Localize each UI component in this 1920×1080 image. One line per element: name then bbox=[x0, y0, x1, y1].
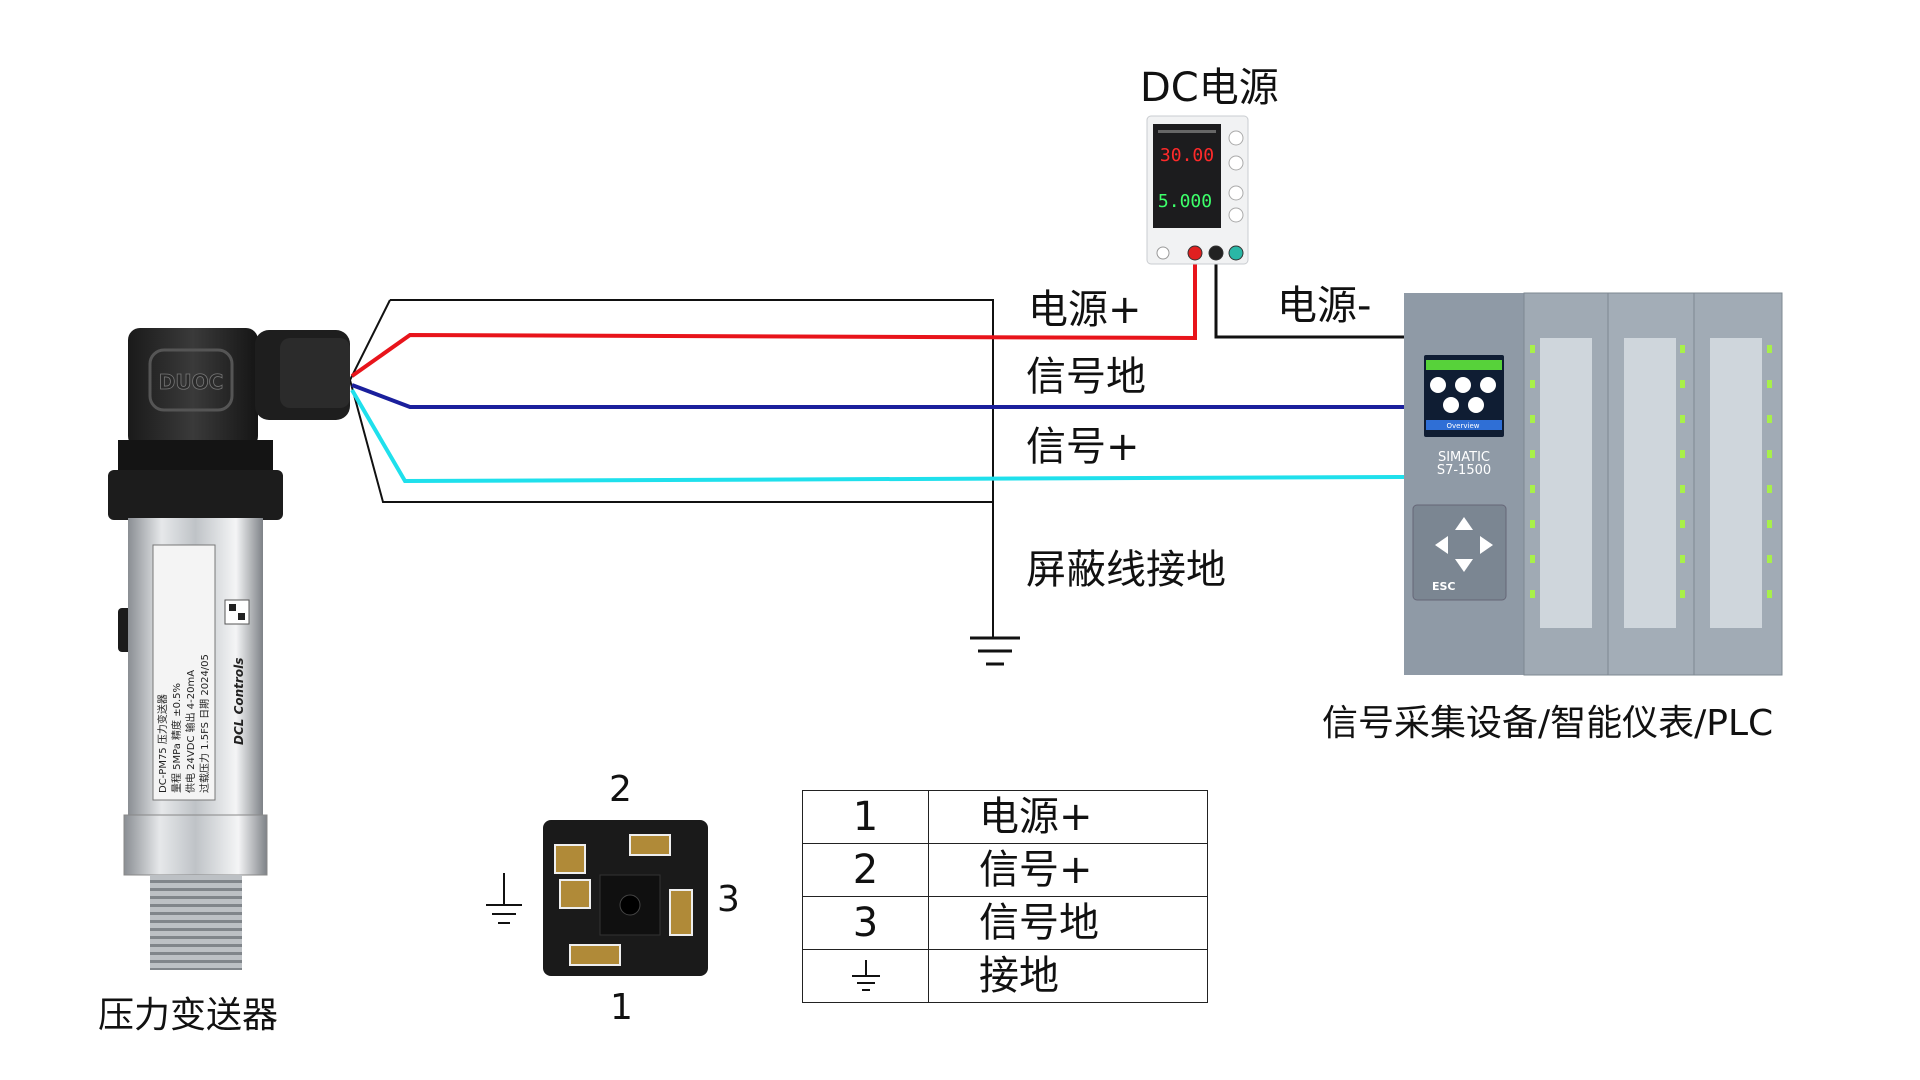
transmitter-nameplate-line-1: DC-PM75 压力变送器 bbox=[156, 694, 169, 793]
wires bbox=[350, 258, 1406, 638]
plc-esc-key: ESC bbox=[1432, 580, 1456, 593]
transmitter-label: 压力变送器 bbox=[98, 995, 279, 1036]
signal-plus-label: 信号+ bbox=[1026, 424, 1140, 470]
pin-function: 电源+ bbox=[928, 790, 1208, 844]
power-minus-label: 电源- bbox=[1277, 283, 1372, 329]
psu-current-display: 5.000 bbox=[1158, 191, 1212, 212]
wire-signal-plus bbox=[350, 388, 1406, 484]
shield-ground-label: 屏蔽线接地 bbox=[1026, 547, 1226, 593]
plc-brand: SIMATIC bbox=[1438, 450, 1490, 465]
plc-screen-label: Overview bbox=[1447, 422, 1480, 430]
transmitter-maker-logo: DCL Controls bbox=[232, 658, 246, 745]
pressure-transmitter: DUOC DC-PM75 压力变送器 量程 5MPa 精度 ±0.5% 供电 2… bbox=[108, 328, 350, 970]
dc-power-supply: 30.00 5.000 bbox=[1146, 115, 1249, 265]
power-plus-label: 电源+ bbox=[1028, 287, 1142, 333]
connector-pin-1-label: 1 bbox=[610, 987, 633, 1028]
pin-function: 信号地 bbox=[928, 896, 1208, 950]
psu-terminal-minus bbox=[1208, 245, 1224, 261]
table-row: 2 信号+ bbox=[802, 843, 1208, 897]
pin-function: 接地 bbox=[928, 949, 1208, 1003]
pin-number: 3 bbox=[802, 896, 929, 950]
dc-power-label: DC电源 bbox=[1140, 65, 1279, 111]
psu-terminal-plus bbox=[1187, 245, 1203, 261]
connector-face bbox=[543, 820, 708, 976]
wire-power-plus bbox=[350, 258, 1197, 378]
plc-device: Overview SIMATIC S7-1500 ESC bbox=[1404, 292, 1783, 676]
cable-sheath bbox=[348, 299, 994, 503]
table-row: 1 电源+ bbox=[802, 790, 1208, 844]
pin-function: 信号+ bbox=[928, 843, 1208, 897]
transmitter-brand: DUOC bbox=[159, 370, 224, 394]
table-row: 接地 bbox=[802, 949, 1208, 1003]
wire-signal-ground bbox=[351, 383, 1405, 409]
plc-model: S7-1500 bbox=[1437, 463, 1491, 478]
connector-ground-icon bbox=[486, 873, 522, 924]
table-row: 3 信号地 bbox=[802, 896, 1208, 950]
pin-table: 1 电源+ 2 信号+ 3 信号地 接地 bbox=[802, 790, 1208, 1003]
pin-number: 2 bbox=[802, 843, 929, 897]
transmitter-nameplate-line-3: 供电 24VDC 输出 4-20mA bbox=[184, 670, 197, 793]
ground-icon bbox=[851, 960, 880, 991]
shield-ground-icon bbox=[970, 636, 1020, 666]
connector-pin-2-label: 2 bbox=[609, 769, 632, 810]
device-label: 信号采集设备/智能仪表/PLC bbox=[1322, 703, 1774, 744]
pin-ground-cell bbox=[802, 949, 929, 1003]
transmitter-nameplate-line-4: 过载压力 1.5FS 日期 2024/05 bbox=[198, 654, 211, 793]
signal-ground-label: 信号地 bbox=[1026, 354, 1146, 400]
psu-voltage-display: 30.00 bbox=[1160, 145, 1214, 166]
transmitter-nameplate-line-2: 量程 5MPa 精度 ±0.5% bbox=[170, 683, 183, 793]
pin-number: 1 bbox=[802, 790, 929, 844]
wire-power-minus bbox=[1214, 258, 1405, 339]
connector-pin-3-label: 3 bbox=[717, 879, 740, 920]
